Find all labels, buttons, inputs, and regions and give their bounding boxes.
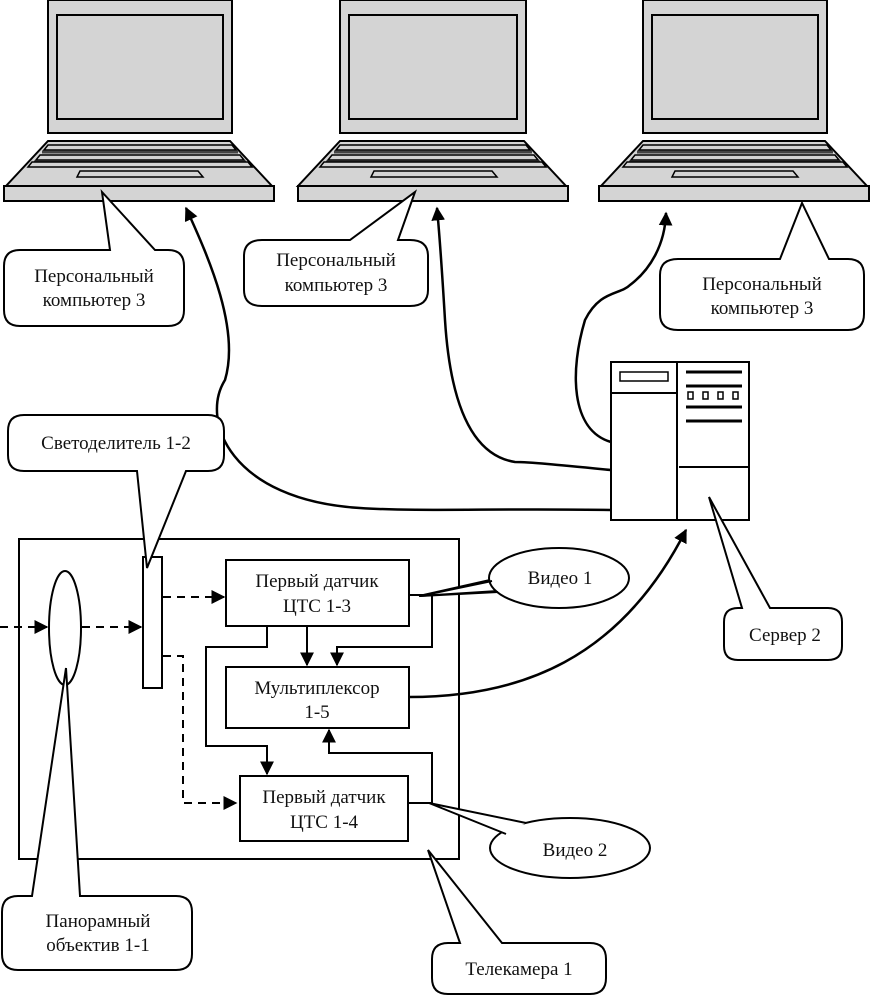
laptop-right-label-line2: компьютер 3 — [711, 298, 814, 319]
cable-mux-to-server — [408, 528, 688, 699]
laptop-middle-label-line2: компьютер 3 — [285, 275, 388, 296]
cable-server-to-laptop-middle — [431, 206, 612, 472]
sensor-1-line1: Первый датчик — [255, 571, 379, 592]
network-cables — [184, 206, 673, 512]
wire-sensor2-video-to-mux — [322, 728, 433, 804]
laptop-left-label-line1: Персональный — [34, 266, 154, 287]
sensor-1-box: Первый датчик ЦТС 1-3 — [225, 559, 410, 627]
laptop-icon — [598, 0, 870, 202]
callout-laptop-right: Персональный компьютер 3 — [659, 200, 865, 331]
laptop-middle-label-line1: Персональный — [276, 250, 396, 271]
sensor-2-line2: ЦТС 1-4 — [290, 812, 359, 833]
beam-splitter — [142, 556, 163, 689]
callout-lens: Панорамный объектив 1-1 — [1, 667, 193, 971]
camera-housing — [18, 538, 460, 860]
sensor-1-line2: ЦТС 1-3 — [283, 596, 351, 617]
server-tower-icon — [610, 361, 750, 521]
laptop-right-label-line1: Персональный — [702, 274, 822, 295]
optical-paths — [0, 590, 238, 810]
laptop-icon — [295, 0, 569, 202]
multiplexer-box: Мультиплексор 1-5 — [225, 666, 410, 729]
server-label: Сервер 2 — [749, 625, 821, 646]
callout-video-1: Видео 1 — [418, 547, 630, 609]
laptop-left — [3, 0, 275, 202]
lens-label-line2: объектив 1-1 — [46, 935, 149, 956]
laptop-right — [598, 0, 870, 202]
cable-server-to-laptop-right — [574, 211, 673, 444]
beam-splitter-label: Светоделитель 1-2 — [41, 433, 191, 454]
laptop-left-label-line2: компьютер 3 — [43, 290, 146, 311]
camera-label: Телекамера 1 — [465, 959, 572, 980]
cable-server-to-laptop-left — [184, 206, 612, 512]
callout-laptop-left: Персональный компьютер 3 — [3, 188, 185, 327]
multiplexer-line1: Мультиплексор — [254, 678, 379, 699]
sensor-2-box: Первый датчик ЦТС 1-4 — [239, 775, 409, 842]
multiplexer-line2: 1-5 — [304, 702, 329, 723]
callout-beam-splitter: Светоделитель 1-2 — [7, 414, 225, 569]
callout-video-2: Видео 2 — [428, 802, 651, 879]
lens-label-line1: Панорамный — [46, 911, 151, 932]
sensor-2-line1: Первый датчик — [262, 787, 386, 808]
video-1-label: Видео 1 — [528, 568, 593, 589]
callout-laptop-middle: Персональный компьютер 3 — [243, 189, 429, 307]
laptop-middle — [295, 0, 569, 202]
callout-camera: Телекамера 1 — [427, 849, 607, 995]
video-2-label: Видео 2 — [543, 840, 608, 861]
wire-sensor1-to-sensor2 — [205, 626, 274, 776]
callout-server: Сервер 2 — [708, 496, 843, 661]
laptop-icon — [3, 0, 275, 202]
panoramic-lens-icon — [48, 570, 82, 686]
